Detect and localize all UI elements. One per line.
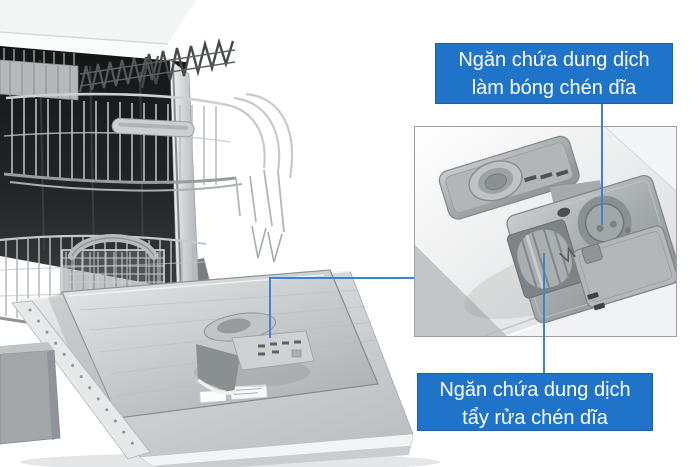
dispenser-unit <box>438 135 676 324</box>
upper-rack <box>0 37 294 263</box>
rinse-aid-label: Ngăn chứa dung dịch làm bóng chén dĩa <box>435 43 673 104</box>
dispenser-lid <box>558 225 676 308</box>
base-plinth <box>0 342 61 445</box>
detergent-label-line1: Ngăn chứa dung dịch <box>439 379 631 401</box>
rack-handle <box>111 117 195 138</box>
dispenser-inset-photo <box>414 126 677 337</box>
detergent-label: Ngăn chứa dung dịch tẩy rửa chén dĩa <box>417 373 653 431</box>
detergent-label-line2: tẩy rửa chén dĩa <box>462 407 608 429</box>
countertop <box>0 0 196 62</box>
open-door <box>0 269 440 467</box>
rinse-aid-label-line1: Ngăn chứa dung dịch <box>458 49 650 71</box>
rinse-aid-filler-cap <box>577 195 632 250</box>
rinse-aid-label-line2: làm bóng chén dĩa <box>471 77 637 99</box>
dispenser-closeup-illustration <box>415 127 676 336</box>
rinse-aid-oval-cap <box>468 160 523 202</box>
